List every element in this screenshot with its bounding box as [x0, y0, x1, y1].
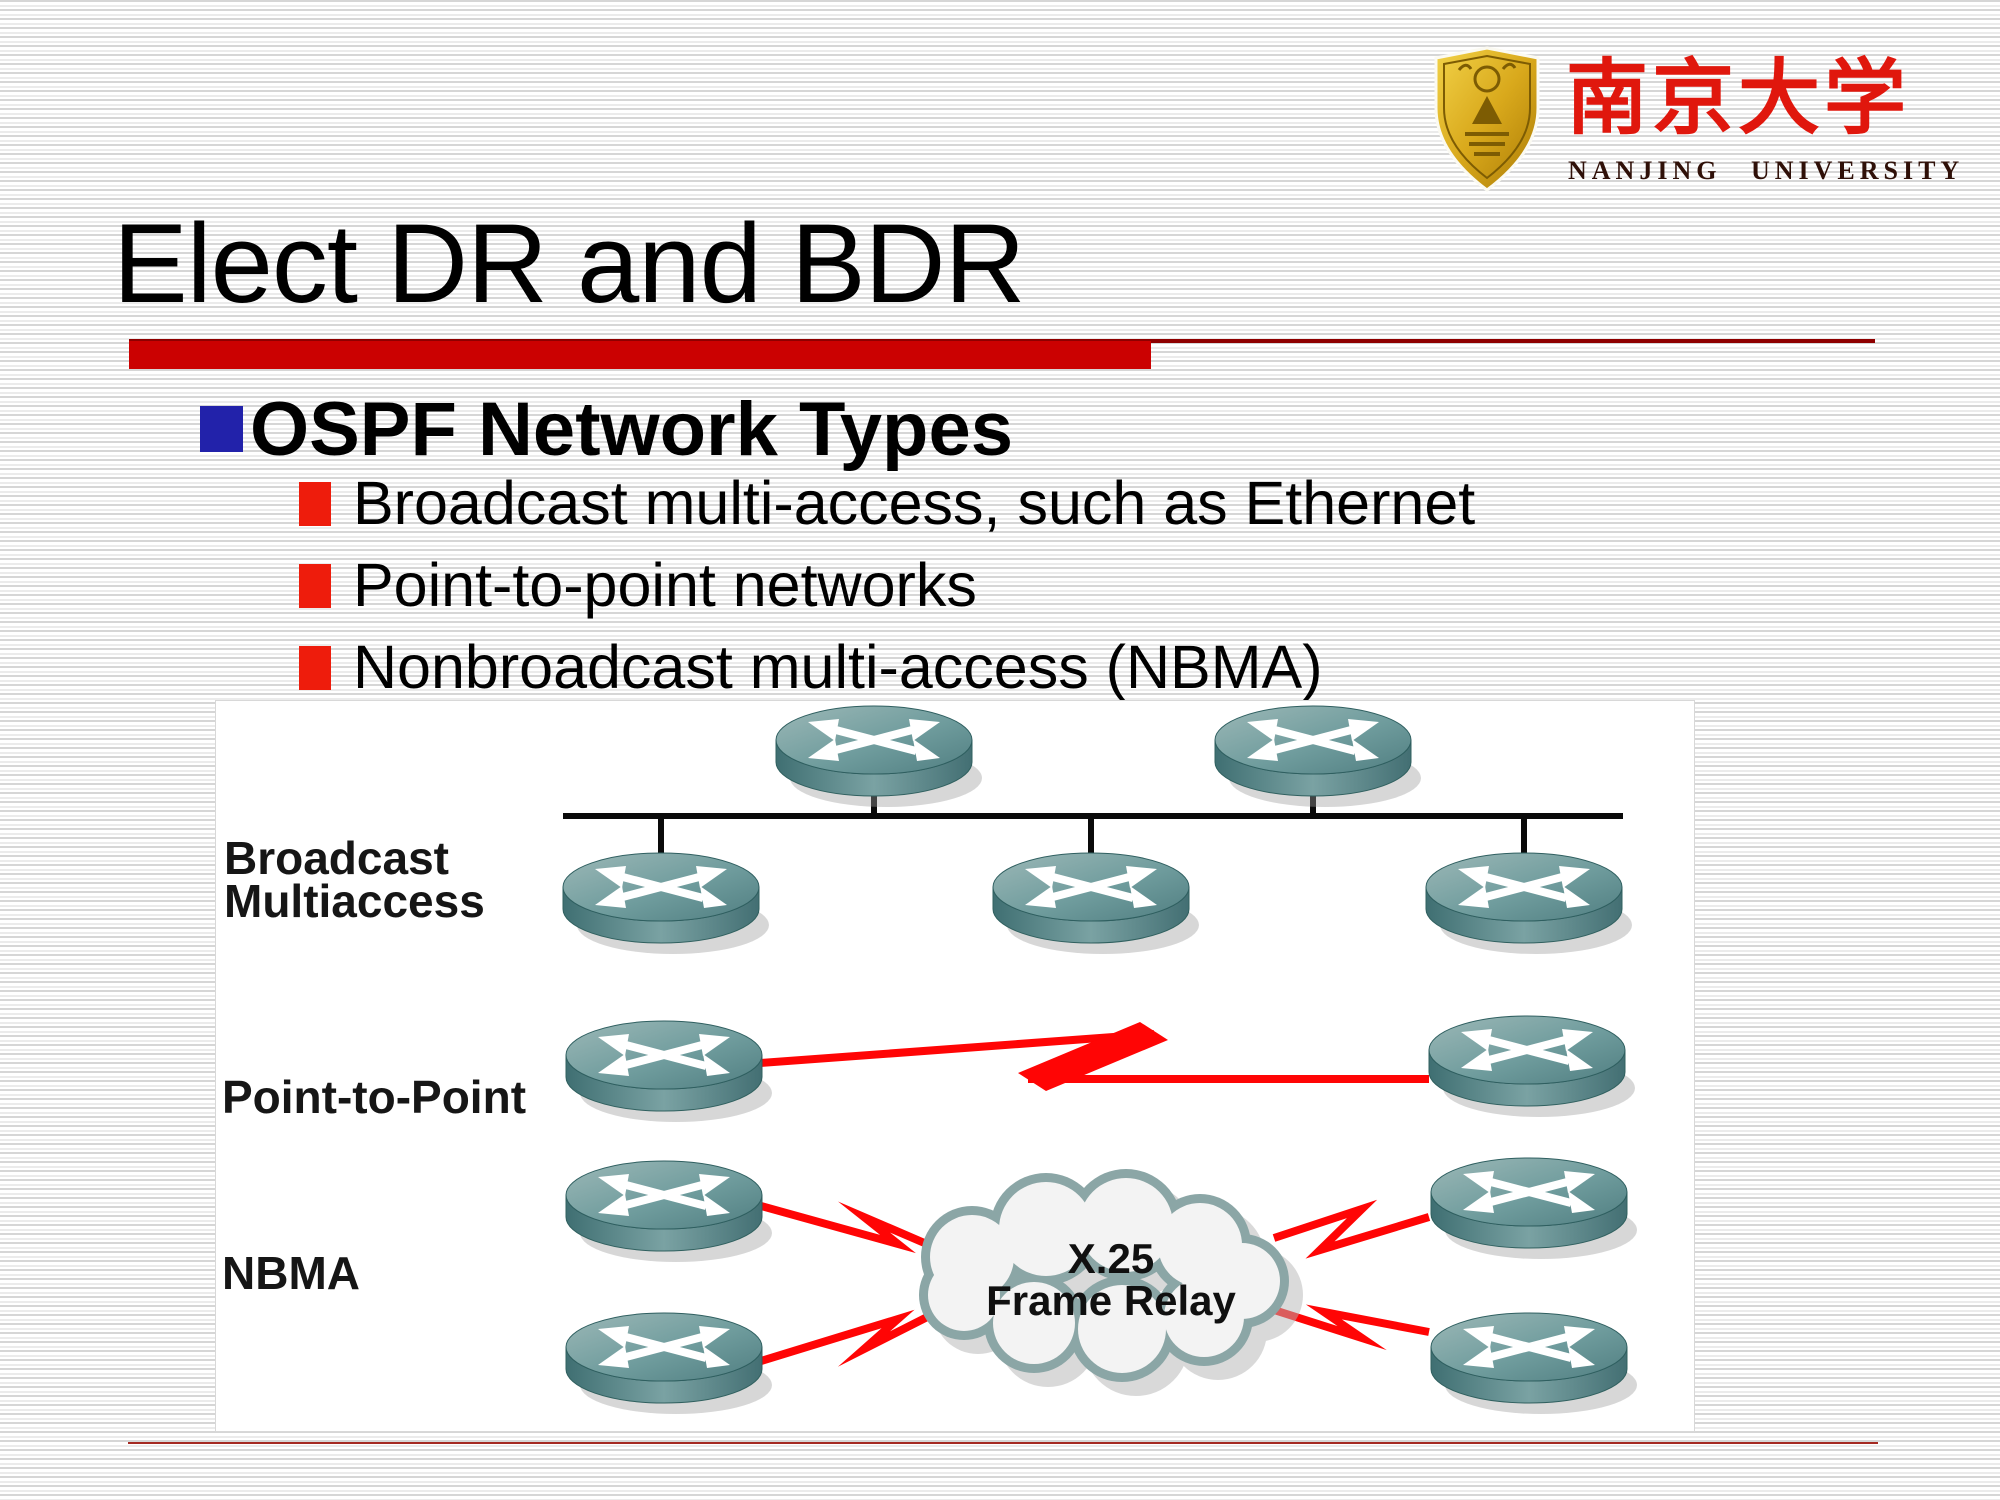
router-icon — [1431, 1158, 1637, 1259]
square-bullet-red-icon — [299, 646, 331, 690]
serial-link-nbma-right-top — [1272, 1199, 1431, 1259]
router-icon — [566, 1313, 772, 1414]
square-bullet-blue-icon — [200, 406, 243, 452]
square-bullet-red-icon — [299, 564, 331, 608]
university-name-english: NANJING UNIVERSITY — [1568, 156, 1965, 185]
broadcast-label-line1: Broadcast — [224, 832, 449, 884]
router-icon — [1426, 853, 1632, 954]
bullet-heading-row: OSPF Network Types — [200, 392, 1013, 468]
network-types-diagram: X.25 Frame Relay Broadcast Multiaccess P… — [215, 700, 1695, 1432]
cloud-label-frame-relay: Frame Relay — [986, 1277, 1236, 1324]
nbma-label: NBMA — [222, 1247, 360, 1299]
slide-bottom-rule — [128, 1442, 1878, 1444]
router-icon — [1431, 1313, 1637, 1414]
router-icon — [776, 706, 982, 807]
slide-title: Elect DR and BDR — [113, 201, 1025, 326]
router-icon — [566, 1021, 772, 1122]
bullet-item-label: Broadcast multi-access, such as Ethernet — [353, 469, 1476, 537]
wan-cloud-icon: X.25 Frame Relay — [919, 1169, 1303, 1396]
bullet-item: Point-to-point networks — [299, 550, 977, 620]
router-icon — [563, 853, 769, 954]
router-icon — [566, 1161, 772, 1262]
bullet-item: Broadcast multi-access, such as Ethernet — [299, 468, 1475, 538]
bullet-item-label: Nonbroadcast multi-access (NBMA) — [353, 633, 1323, 701]
nanjing-university-shield-icon — [1434, 46, 1540, 192]
serial-link-nbma-left-top — [759, 1201, 945, 1255]
router-icon — [1429, 1016, 1635, 1117]
router-icon — [1215, 706, 1421, 807]
serial-link-p2p — [760, 1022, 1429, 1091]
title-underline-bar — [129, 341, 1151, 369]
point-to-point-label: Point-to-Point — [222, 1071, 526, 1123]
square-bullet-red-icon — [299, 482, 331, 526]
broadcast-label-line2: Multiaccess — [224, 875, 485, 927]
cloud-label-x25: X.25 — [1068, 1235, 1154, 1282]
bullet-heading-label: OSPF Network Types — [250, 387, 1014, 472]
serial-link-nbma-left-bottom — [759, 1305, 945, 1367]
router-icon — [993, 853, 1199, 954]
university-logo — [1433, 46, 1541, 197]
serial-link-nbma-right-bottom — [1269, 1304, 1430, 1351]
bullet-item: Nonbroadcast multi-access (NBMA) — [299, 632, 1323, 702]
university-name-chinese: 南京大学 — [1566, 50, 1911, 146]
bullet-item-label: Point-to-point networks — [353, 551, 977, 619]
